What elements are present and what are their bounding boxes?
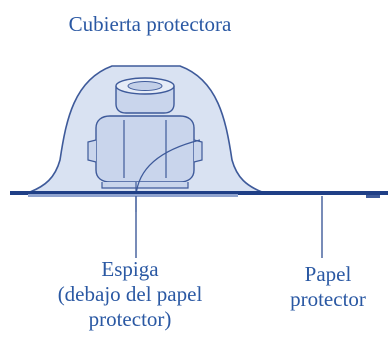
cover-label: Cubierta protectora	[0, 12, 300, 37]
base-strip	[10, 191, 388, 195]
tubing-curve	[135, 139, 201, 197]
hub-tab-right	[193, 139, 203, 163]
inner-hub-shape	[95, 115, 195, 183]
adhesive-pad	[28, 194, 238, 197]
spike-label-line2: (debajo del papel	[57, 282, 203, 306]
hub-collar-shape	[101, 182, 189, 189]
hub-tab-left	[87, 139, 97, 163]
paper-label-line2: protector	[290, 287, 366, 311]
cover-label-text: Cubierta protectora	[68, 12, 232, 36]
spike-label-line3: protector)	[88, 307, 172, 331]
spike-label: Espiga (debajo del papel protector)	[20, 257, 240, 332]
spike-label-line1: Espiga	[101, 257, 159, 281]
cover-neck-hole	[127, 81, 163, 91]
paper-label: Papel protector	[268, 262, 388, 312]
paper-label-line1: Papel	[304, 262, 352, 286]
paper-tab	[366, 195, 380, 198]
